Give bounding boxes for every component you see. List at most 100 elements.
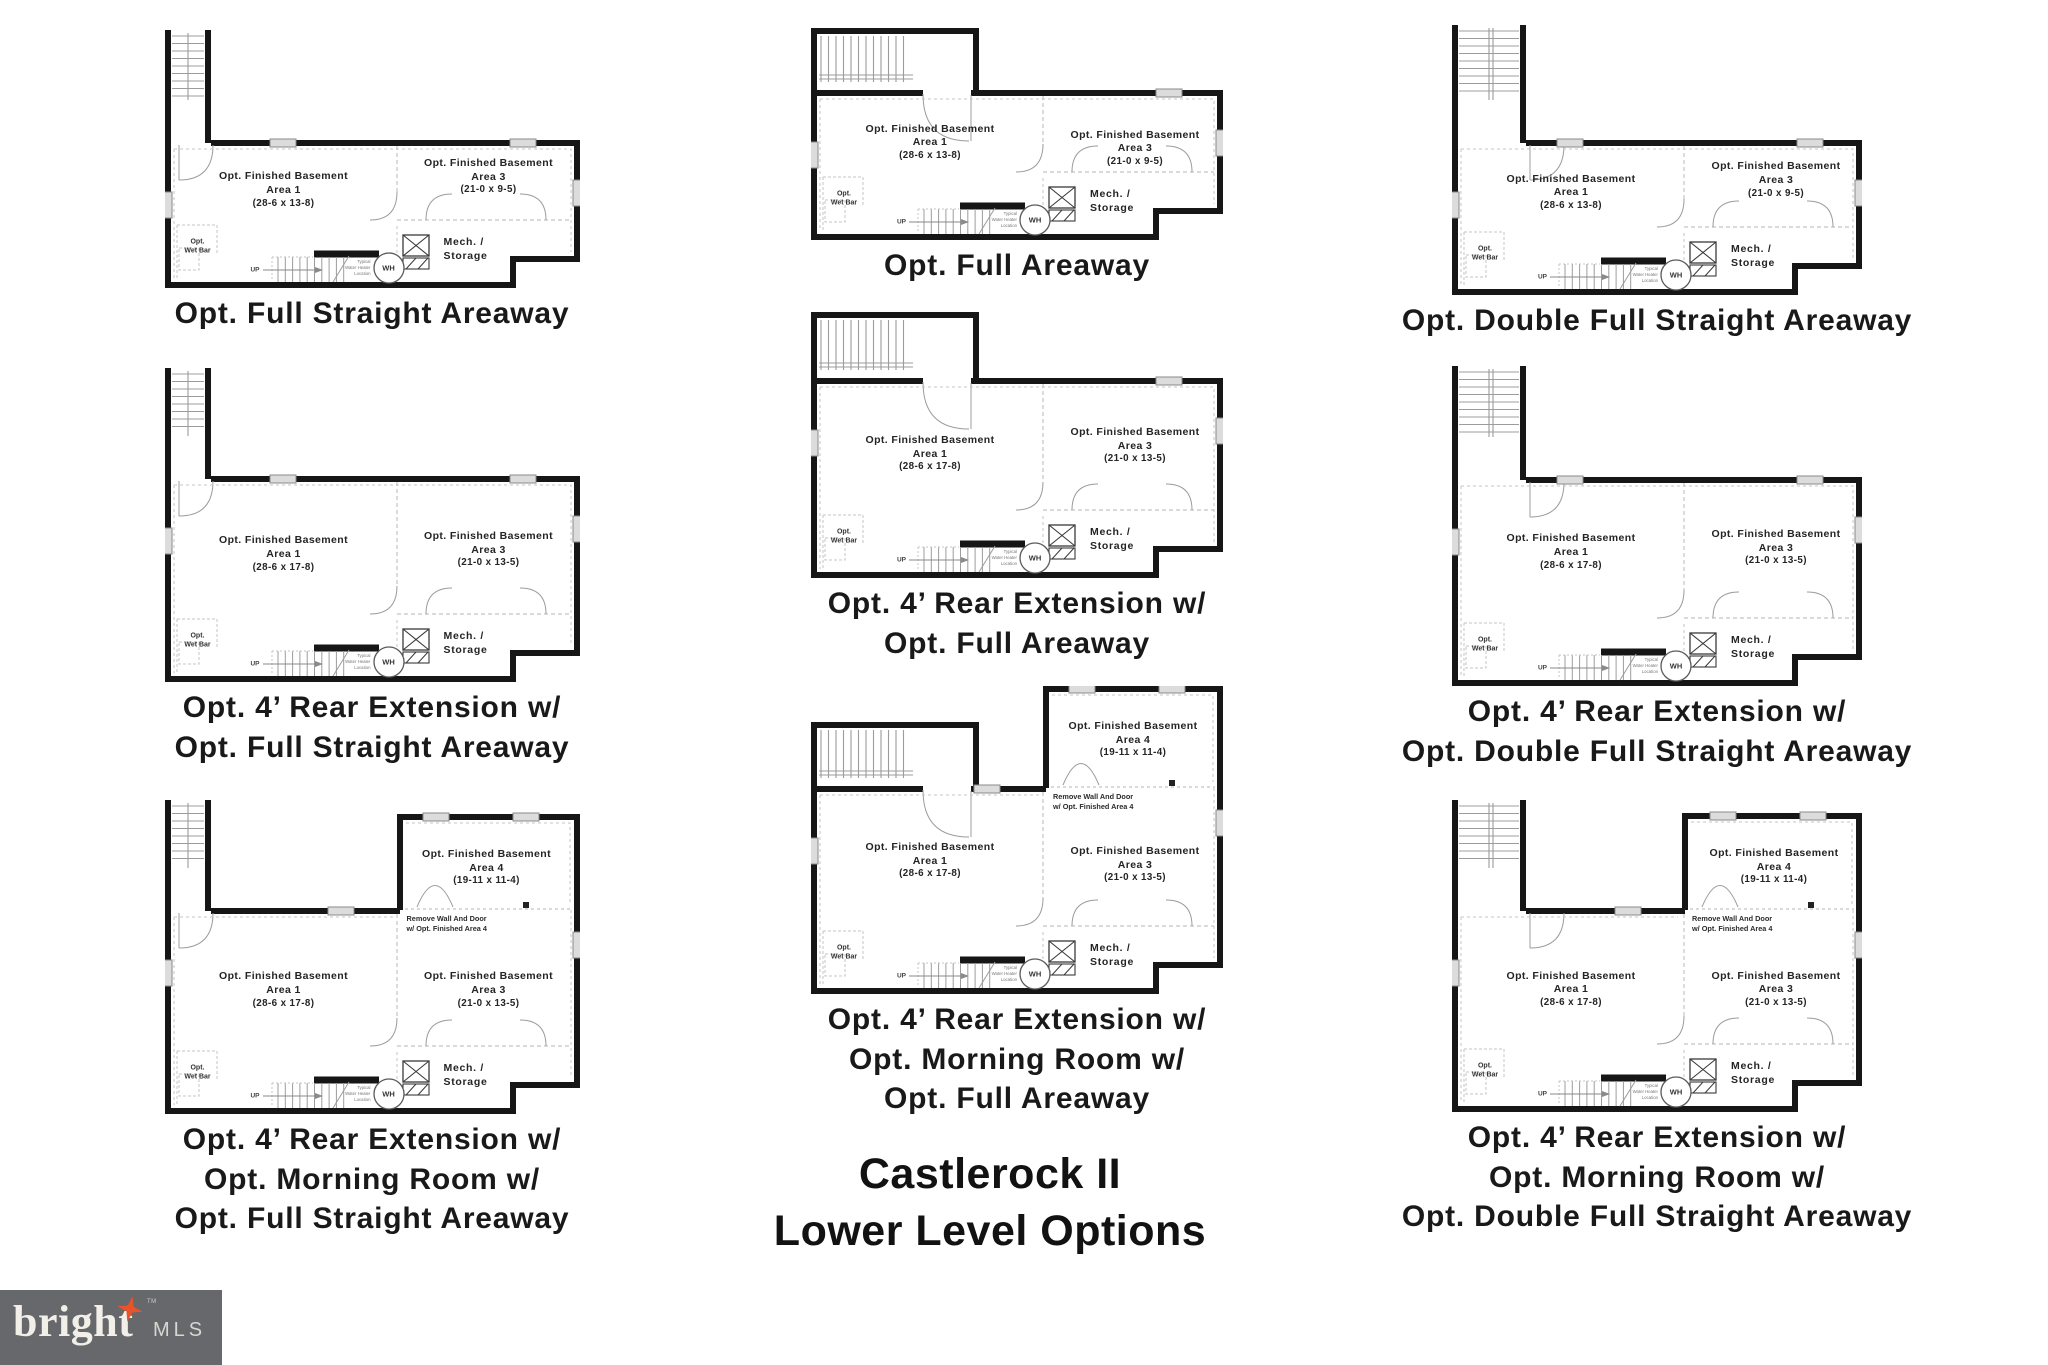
label-wet-bar: Opt.Wet Bar — [830, 944, 858, 961]
floor-plan-drawing: Opt. Finished Basement Area 1 (28-6 x 17… — [1452, 800, 1862, 1112]
label-water-heater: WH — [1669, 270, 1683, 280]
label-mech-storage: Mech. /Storage — [443, 630, 488, 657]
label-wet-bar: Opt.Wet Bar — [1471, 1062, 1499, 1079]
plan-rear-ext-morning-room-full-straight-areaway: Opt. Finished Basement Area 1 (28-6 x 17… — [92, 800, 652, 1239]
label-area1: Opt. Finished Basement Area 1 (28-6 x 17… — [865, 433, 995, 473]
plan-caption: Opt. 4’ Rear Extension w/ Opt. Full Stra… — [174, 691, 570, 764]
label-area1: Opt. Finished Basement Area 1 (28-6 x 13… — [1506, 172, 1636, 211]
room-dims: (21-0 x 9-5) — [460, 184, 517, 196]
plan-caption: Opt. 4’ Rear Extension w/ Opt. Morning R… — [174, 1123, 570, 1236]
plan-caption: Opt. 4’ Rear Extension w/ Opt. Double Fu… — [1401, 695, 1913, 768]
label-water-heater: WH — [1028, 969, 1042, 979]
floor-plan-drawing: Opt. Finished Basement Area 1 (28-6 x 13… — [1452, 25, 1862, 295]
label-up: UP — [250, 1092, 260, 1100]
room-area: Area 1 — [266, 183, 301, 196]
label-wet-bar: Opt.Wet Bar — [830, 190, 858, 207]
label-up: UP — [896, 556, 906, 564]
label-water-heater: WH — [1028, 553, 1042, 563]
label-water-heater: WH — [382, 263, 395, 273]
label-area3: Opt. Finished Basement Area 3 (21-0 x 13… — [1711, 528, 1841, 567]
floor-plan-drawing: Opt. Finished Basement Area 1 (28-6 x 17… — [811, 686, 1223, 994]
label-up: UP — [250, 660, 260, 668]
plan-walls-svg — [164, 368, 580, 682]
label-area1: Opt. Finished Basement Area 1 (28-6 x 17… — [1506, 532, 1636, 571]
sheet-title: Castlerock II Lower Level Options — [640, 1146, 1340, 1260]
floor-plan-drawing: Opt. Finished Basement Area 1 (28-6 x 17… — [164, 368, 580, 682]
label-mech-storage: Mech. /Storage — [1090, 942, 1134, 969]
room-dims: (28-6 x 13-8) — [252, 197, 315, 209]
label-area3: Opt. Finished Basement Area 3 (21-0 x 9-… — [1070, 128, 1200, 167]
label-water-heater: WH — [382, 1089, 395, 1099]
label-mech-storage: Mech. /Storage — [443, 1062, 488, 1089]
plan-double-full-straight-areaway: Opt. Finished Basement Area 1 (28-6 x 13… — [1352, 25, 1962, 341]
label-area3: Opt. Finished Basement Area 3 (21-0 x 13… — [424, 970, 553, 1009]
mls-wordmark: MLS — [153, 1319, 207, 1341]
plan-walls-svg — [164, 800, 580, 1114]
label-area3: Opt. Finished Basement Area 3 (21-0 x 9-… — [1711, 160, 1841, 199]
plan-caption: Opt. Double Full Straight Areaway — [1401, 304, 1913, 337]
brightmls-logo: bright TM MLS — [0, 1290, 222, 1365]
label-wet-bar: Opt.Wet Bar — [184, 238, 211, 255]
label-area3: Opt. Finished Basement Area 3 (21-0 x 13… — [1070, 425, 1200, 465]
plan-walls-svg — [1452, 366, 1862, 686]
plan-caption: Opt. Full Areaway — [884, 249, 1150, 282]
trademark-symbol: TM — [147, 1299, 157, 1305]
brightmls-wordmark: bright — [13, 1297, 134, 1346]
floor-plan-drawing: Opt. Finished Basement Area 1 (28-6 x 13… — [164, 30, 580, 288]
plan-full-straight-areaway: Opt. Finished Basement Area 1 (28-6 x 13… — [92, 30, 652, 334]
room-title: Opt. Finished Basement — [424, 156, 553, 169]
label-area3: Opt. Finished Basement Area 3 (21-0 x 9-… — [424, 157, 553, 197]
label-area1: Opt. Finished Basement Area 1 (28-6 x 17… — [1506, 969, 1636, 1008]
plan-walls-svg — [1452, 25, 1862, 295]
plan-walls-svg — [811, 312, 1223, 578]
label-wet-bar: Opt.Wet Bar — [1471, 245, 1499, 262]
plan-rear-ext-double-full-straight-areaway: Opt. Finished Basement Area 1 (28-6 x 17… — [1352, 366, 1962, 771]
label-area4: Opt. Finished Basement Area 4 (19-11 x 1… — [422, 847, 551, 887]
label-mech-storage: Mech. /Storage — [1090, 188, 1134, 215]
label-water-heater: WH — [1669, 661, 1683, 671]
label-area3: Opt. Finished Basement Area 3 (21-0 x 13… — [1070, 845, 1200, 884]
floor-plan-drawing: Opt. Finished Basement Area 1 (28-6 x 13… — [811, 28, 1223, 240]
plan-rear-ext-morning-room-full-areaway: Opt. Finished Basement Area 1 (28-6 x 17… — [737, 686, 1297, 1119]
plan-rear-ext-full-straight-areaway: Opt. Finished Basement Area 1 (28-6 x 17… — [92, 368, 652, 767]
label-area4: Opt. Finished Basement Area 4 (19-11 x 1… — [1709, 846, 1839, 886]
label-wet-bar: Opt.Wet Bar — [184, 632, 211, 649]
label-area3: Opt. Finished Basement Area 3 (21-0 x 13… — [424, 530, 553, 569]
label-up: UP — [1537, 273, 1547, 281]
plan-walls-svg — [811, 28, 1223, 240]
room-title: Opt. Finished Basement — [219, 170, 348, 183]
sheet-title-line2: Lower Level Options — [773, 1206, 1207, 1255]
plan-caption: Opt. 4’ Rear Extension w/ Opt. Morning R… — [827, 1003, 1207, 1116]
label-mech-storage: Mech. /Storage — [1731, 243, 1775, 270]
label-up: UP — [1537, 1090, 1547, 1098]
label-water-heater: WH — [1028, 215, 1042, 225]
floor-plan-drawing: Opt. Finished Basement Area 1 (28-6 x 17… — [164, 800, 580, 1114]
label-area1: Opt. Finished Basement Area 1 (28-6 x 13… — [865, 122, 995, 161]
sheet-title-line1: Castlerock II — [858, 1150, 1122, 1198]
star-icon — [117, 1296, 143, 1322]
floor-plan-drawing: Opt. Finished Basement Area 1 (28-6 x 17… — [1452, 366, 1862, 686]
plan-full-areaway: Opt. Finished Basement Area 1 (28-6 x 13… — [737, 28, 1297, 286]
plan-walls-svg — [164, 30, 580, 288]
label-area3: Opt. Finished Basement Area 3 (21-0 x 13… — [1711, 969, 1841, 1008]
plan-caption: Opt. 4’ Rear Extension w/ Opt. Morning R… — [1401, 1121, 1913, 1234]
room-area: Area 3 — [471, 170, 506, 183]
label-up: UP — [1537, 664, 1547, 672]
label-water-heater: WH — [382, 657, 395, 667]
plan-caption: Opt. 4’ Rear Extension w/ Opt. Full Area… — [827, 587, 1207, 660]
plan-walls-svg — [1452, 800, 1862, 1112]
label-area1: Opt. Finished Basement Area 1 (28-6 x 17… — [219, 534, 348, 573]
label-wet-bar: Opt.Wet Bar — [184, 1064, 211, 1081]
plan-walls-svg — [811, 686, 1223, 994]
label-mech-storage: Mech. /Storage — [1731, 1060, 1775, 1087]
floor-plan-drawing: Opt. Finished Basement Area 1 (28-6 x 17… — [811, 312, 1223, 578]
